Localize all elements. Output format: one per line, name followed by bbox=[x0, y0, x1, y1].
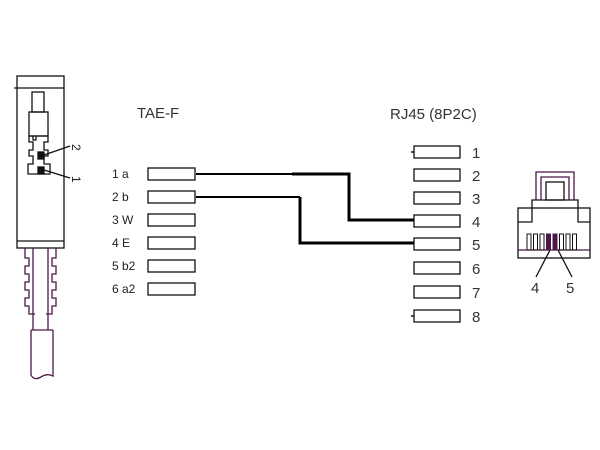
tae-pin: 1 a bbox=[112, 167, 196, 181]
rj45-pin-label: 4 bbox=[472, 214, 480, 231]
rj45-pin-terminal bbox=[413, 285, 461, 299]
rj45-pin: 6 bbox=[413, 261, 480, 278]
rj45-pin: 4 bbox=[413, 214, 480, 231]
tae-pin-terminal bbox=[147, 236, 196, 250]
rj45-pin-terminal bbox=[413, 168, 461, 182]
rj45-pin: 3 bbox=[413, 191, 480, 208]
rj45-contact-active bbox=[552, 233, 558, 251]
rj45-contact-label-4: 4 bbox=[531, 280, 539, 297]
tae-contact-stem bbox=[31, 91, 45, 113]
tae-pin-label: 6 a2 bbox=[112, 282, 136, 296]
wires bbox=[196, 172, 414, 245]
rj45-pin-label: 5 bbox=[472, 237, 480, 254]
rj45-pin-label: 6 bbox=[472, 261, 480, 278]
tae-pin: 6 a2 bbox=[112, 282, 196, 296]
rj45-latch-mid bbox=[540, 176, 570, 200]
rj45-pin-label: 8 bbox=[472, 309, 480, 326]
rj45-leader-4 bbox=[535, 249, 551, 278]
tae-contact-housing bbox=[28, 111, 49, 137]
tae-contact-label-2: 2 bbox=[69, 144, 83, 151]
rj45-pin: 5 bbox=[413, 237, 480, 254]
rj45-pin-terminal bbox=[413, 191, 461, 205]
tae-pin: 5 b2 bbox=[112, 259, 196, 273]
tae-pin: 4 E bbox=[112, 236, 196, 250]
wire-2b-to-pin5 bbox=[298, 197, 414, 245]
rj45-pin-terminal bbox=[413, 237, 461, 251]
rj45-plug-drawing bbox=[517, 171, 591, 278]
tae-pin: 2 b bbox=[112, 190, 196, 204]
rj45-shoulder bbox=[531, 199, 579, 208]
rj45-pin-terminal bbox=[413, 261, 461, 275]
tae-pin: 3 W bbox=[112, 213, 196, 227]
rj45-pin-label: 3 bbox=[472, 191, 480, 208]
rj45-pin: 2 bbox=[413, 168, 480, 185]
tae-plug-body bbox=[16, 75, 65, 249]
rj45-contact bbox=[526, 233, 532, 251]
rj45-pin: 7 bbox=[413, 285, 480, 302]
tae-pin-label: 5 b2 bbox=[112, 259, 136, 273]
rj45-contact bbox=[539, 233, 545, 251]
rj45-contact-active bbox=[546, 233, 551, 251]
tae-pin-label: 2 b bbox=[112, 190, 129, 204]
rj45-pin-terminal bbox=[413, 145, 461, 159]
strain-relief-outline bbox=[24, 248, 57, 315]
rj45-leader-5 bbox=[557, 249, 573, 278]
tae-pin-terminal bbox=[147, 167, 196, 181]
rj45-contact bbox=[565, 233, 571, 251]
tae-pin-terminal bbox=[147, 259, 196, 273]
tae-contact-2-leader bbox=[43, 145, 71, 156]
rj45-body bbox=[517, 207, 591, 259]
tae-pin-label: 3 W bbox=[112, 213, 134, 227]
tae-title: TAE-F bbox=[137, 105, 179, 122]
tae-pin-terminal bbox=[147, 282, 196, 296]
strain-relief-inner bbox=[32, 248, 49, 330]
rj45-latch-outer bbox=[535, 171, 575, 200]
rj45-latch-inner bbox=[545, 181, 565, 201]
rj45-pin: 8 bbox=[411, 309, 480, 326]
tae-contact-label-1: 1 bbox=[69, 176, 83, 183]
rj45-contact bbox=[572, 233, 577, 251]
tae-pin-terminal bbox=[147, 190, 196, 204]
tae-plug-drawing bbox=[14, 75, 71, 249]
tae-contact-2 bbox=[37, 151, 45, 160]
rj45-contact bbox=[533, 233, 538, 251]
tae-contact-1-leader bbox=[43, 169, 71, 179]
rj45-contact-label-5: 5 bbox=[566, 280, 574, 297]
tae-contact-1 bbox=[37, 166, 45, 175]
tae-plug-strain-relief bbox=[24, 248, 57, 380]
rj45-contacts bbox=[526, 233, 577, 251]
tae-pin-terminal bbox=[147, 213, 196, 227]
tae-pin-list: 1 a 2 b 3 W 4 E 5 b2 6 a2 bbox=[112, 167, 196, 296]
rj45-pin-label: 1 bbox=[472, 145, 480, 162]
tae-pin-label: 4 E bbox=[112, 236, 130, 250]
rj45-pin: 1 bbox=[411, 145, 480, 162]
tae-contact-springs bbox=[27, 135, 51, 175]
rj45-title: RJ45 (8P2C) bbox=[390, 106, 477, 123]
tae-pin-label: 1 a bbox=[112, 167, 129, 181]
wire-1a-to-pin4 bbox=[292, 172, 414, 222]
tae-cable bbox=[30, 330, 54, 380]
rj45-pin-terminal bbox=[413, 309, 461, 323]
rj45-pin-list: 1 2 3 4 5 6 7 8 bbox=[411, 145, 480, 326]
rj45-body-notches bbox=[518, 208, 590, 223]
rj45-pin-label: 2 bbox=[472, 168, 480, 185]
rj45-pin-terminal bbox=[413, 214, 461, 228]
rj45-contact bbox=[559, 233, 564, 251]
rj45-pin-label: 7 bbox=[472, 285, 480, 302]
